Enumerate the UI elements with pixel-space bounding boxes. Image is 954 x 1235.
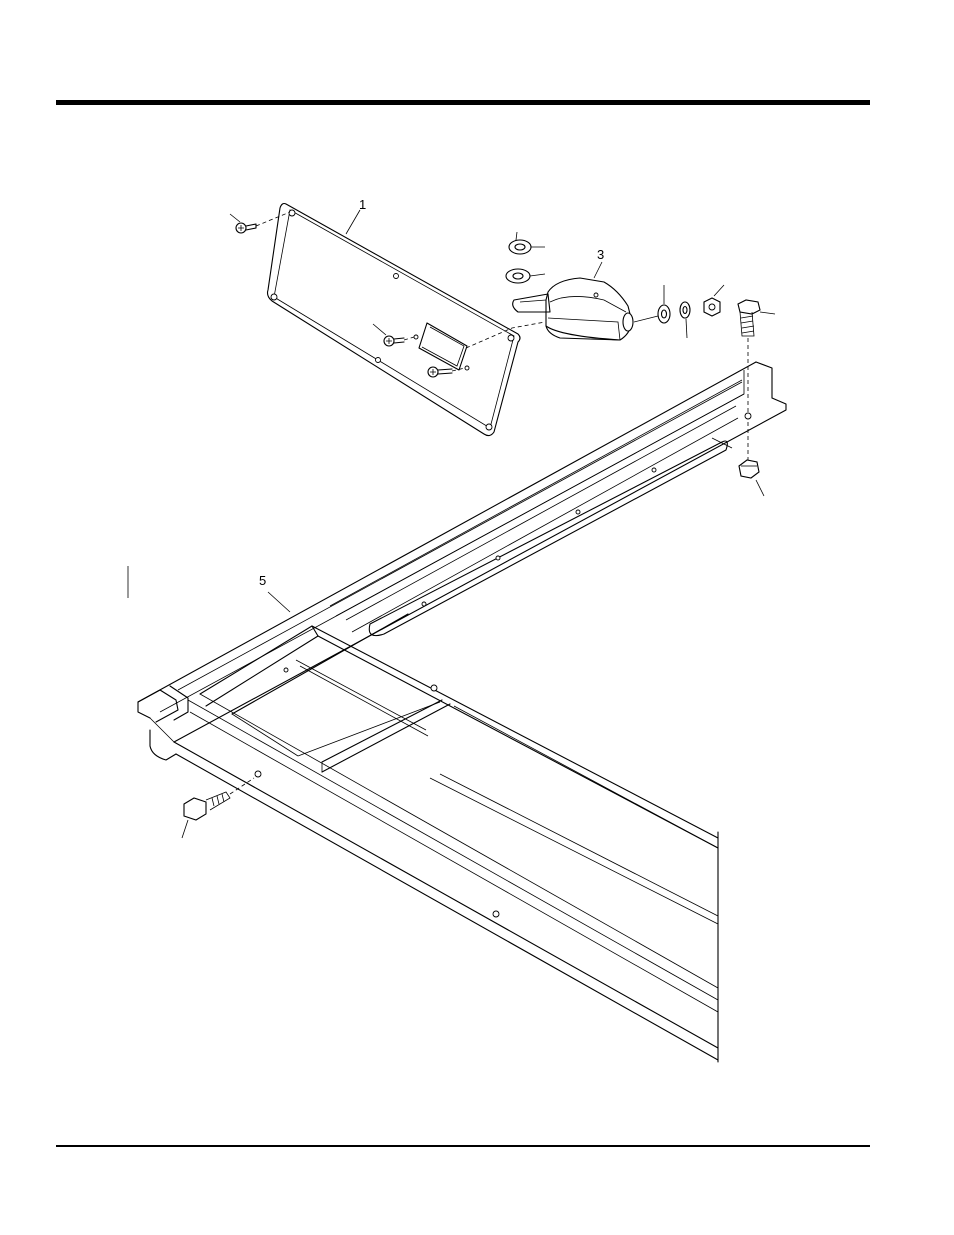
callout-leader-1 — [346, 210, 360, 234]
switch-assembly — [466, 232, 633, 348]
bolt-icon — [182, 778, 254, 838]
washer-icon — [634, 285, 670, 323]
callout-5: 5 — [259, 573, 266, 588]
frame — [138, 362, 786, 1062]
washer-icon — [680, 302, 690, 338]
screw-icon — [373, 324, 414, 346]
nut-icon — [704, 285, 724, 316]
bottom-rule — [56, 1145, 870, 1147]
callout-leader-5 — [268, 592, 290, 612]
screw-icon — [230, 212, 290, 233]
callout-3: 3 — [597, 247, 604, 262]
plate-cutout — [419, 323, 467, 370]
mounting-plate — [268, 204, 521, 436]
bolt-icon — [738, 300, 775, 460]
callout-1: 1 — [359, 197, 366, 212]
switch-lever — [513, 294, 550, 312]
nut-icon — [739, 460, 764, 496]
